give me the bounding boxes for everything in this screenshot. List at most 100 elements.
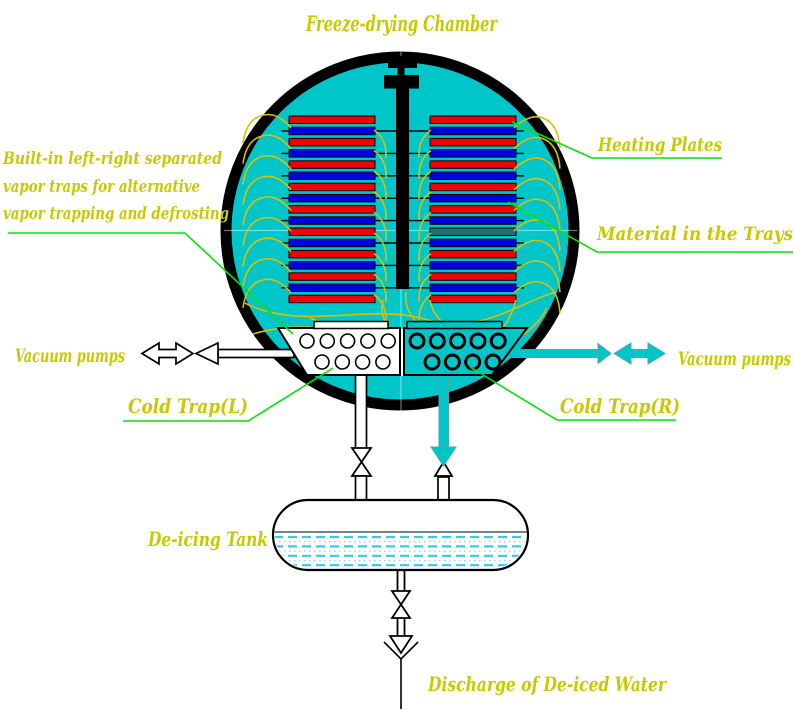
heating-plate-bar bbox=[429, 272, 517, 281]
heating-plate-bar bbox=[288, 115, 376, 124]
cold-trap-coil-tube bbox=[408, 332, 426, 350]
vapor-stream-curve bbox=[373, 170, 387, 200]
cold-trap-left-leader-line bbox=[123, 367, 334, 422]
discharge-valve-top-icon bbox=[390, 590, 412, 607]
heating-plate-bar bbox=[429, 205, 517, 214]
left-double-arrow-icon bbox=[140, 341, 195, 366]
material-tray-bar bbox=[429, 126, 517, 136]
tank-water bbox=[275, 535, 526, 567]
cold-trap-coil-tube bbox=[449, 332, 467, 350]
vapor-stream-curve bbox=[373, 191, 387, 220]
vapor-stream-curve bbox=[242, 154, 292, 185]
cold-trap-coil-tube bbox=[469, 332, 487, 350]
cold-trap-left-label: Cold Trap(L) bbox=[128, 394, 248, 418]
cold-trap-coil-tube bbox=[380, 333, 397, 349]
material-tray-bar bbox=[288, 261, 376, 270]
deicing-tank-label: De-icing Tank bbox=[147, 527, 268, 551]
vapor-stream-curve bbox=[418, 170, 432, 200]
cold-trap-coil-tube bbox=[489, 332, 507, 350]
vapor-stream-curve bbox=[418, 232, 432, 262]
right-valve-tank-pipe bbox=[437, 476, 450, 502]
right-pipe-arrowhead-icon bbox=[597, 342, 612, 365]
cold-trap-coil-tube bbox=[375, 354, 391, 370]
material-tray-bar bbox=[288, 126, 376, 136]
vapor-stream-curve bbox=[242, 237, 292, 267]
heating-plate-bar bbox=[288, 160, 376, 169]
cold-trap-coil-tube bbox=[354, 354, 371, 370]
vapor-stream-curve bbox=[418, 252, 432, 282]
vapor-stream-curve bbox=[513, 157, 561, 190]
deicing-tank-vessel bbox=[271, 498, 530, 572]
vapor-stream-curve bbox=[418, 191, 432, 220]
material-tray-bar bbox=[288, 283, 376, 292]
heating-plate-bar bbox=[288, 227, 376, 236]
cold-trap-left-lip bbox=[313, 320, 389, 330]
material-tray-bar bbox=[429, 261, 517, 270]
vapor-note-line-2: vapor traps for alternative bbox=[3, 177, 200, 196]
vapor-stream-curve bbox=[513, 260, 561, 293]
material-tray-bar bbox=[288, 171, 376, 180]
discharge-label: Discharge of De-iced Water bbox=[427, 673, 667, 696]
heating-plate-bar bbox=[288, 249, 376, 259]
vapor-stream-curve bbox=[242, 175, 292, 205]
heating-plate-stacks bbox=[288, 115, 517, 304]
cold-trap-coil-tube bbox=[360, 333, 376, 349]
vapor-stream-curve bbox=[513, 136, 561, 169]
right-vacuum-line bbox=[505, 342, 666, 365]
discharge-arrowhead-icon bbox=[388, 635, 414, 655]
material-tray-bar-highlight bbox=[429, 227, 517, 236]
material-tray-bar bbox=[288, 216, 376, 225]
heating-plate-bar bbox=[429, 115, 517, 124]
vapor-note-line-3: vapor trapping and defrosting bbox=[3, 204, 229, 223]
vapor-stream-curve bbox=[242, 113, 292, 144]
material-trays-label: Material in the Trays bbox=[596, 223, 793, 245]
heating-plates-label: Heating Plates bbox=[597, 134, 722, 156]
discharge-valve-bottom-icon bbox=[390, 602, 412, 619]
right-trap-valve bbox=[430, 446, 457, 477]
vapor-stream-curve bbox=[373, 294, 387, 323]
material-tray-bar bbox=[288, 193, 376, 203]
top-stem bbox=[397, 67, 405, 76]
cold-trap-coil-tube bbox=[428, 332, 446, 350]
vapor-stream-curve bbox=[513, 280, 561, 313]
center-column bbox=[396, 88, 409, 289]
vapor-stream-curve bbox=[513, 116, 561, 149]
vapor-stream-curve bbox=[242, 134, 292, 164]
heating-plate-bar bbox=[288, 272, 376, 281]
left-valve-tank-pipe bbox=[354, 475, 368, 502]
vapor-stream-curve bbox=[418, 294, 432, 323]
vacuum-pumps-left-label: Vacuum pumps bbox=[15, 345, 125, 367]
material-tray-bar bbox=[429, 238, 517, 248]
material-tray-bar bbox=[288, 149, 376, 158]
vapor-stream-curve bbox=[513, 177, 561, 210]
right-pipe bbox=[505, 349, 599, 358]
left-vacuum-line bbox=[140, 341, 295, 366]
vapor-note-line-1: Built-in left-right separated bbox=[2, 149, 222, 168]
vapor-stream-curve bbox=[373, 273, 387, 303]
heating-plate-bar bbox=[429, 249, 517, 259]
material-tray-bar bbox=[429, 149, 517, 158]
heating-plate-bar bbox=[429, 160, 517, 169]
cold-trap-coil-tube bbox=[423, 353, 441, 371]
vapor-stream-curve bbox=[513, 198, 561, 231]
material-tray-bar bbox=[429, 283, 517, 292]
chamber-title-label: Freeze-drying Chamber bbox=[305, 11, 498, 36]
heating-plate-bar bbox=[288, 182, 376, 192]
cold-trap-coil-tube bbox=[484, 353, 502, 371]
vapor-stream-curve bbox=[242, 216, 292, 247]
vapor-stream-curve bbox=[418, 211, 432, 241]
heating-plate-bar bbox=[288, 205, 376, 214]
leader-lines bbox=[8, 121, 793, 422]
vapor-stream-curve bbox=[373, 129, 387, 159]
material-tray-bar bbox=[429, 216, 517, 225]
cold-trap-coil-tube bbox=[443, 353, 461, 371]
left-pipe-arrowhead-icon bbox=[194, 341, 219, 366]
vapor-stream-curve bbox=[242, 196, 292, 226]
vacuum-pumps-right-label: Vacuum pumps bbox=[678, 348, 791, 370]
vapor-stream-curve bbox=[373, 252, 387, 282]
heating-plate-bar bbox=[288, 294, 376, 304]
cold-trap-right-label: Cold Trap(R) bbox=[560, 394, 680, 418]
vapor-stream-curve bbox=[418, 273, 432, 303]
left-pipe bbox=[217, 348, 295, 359]
top-crossbar bbox=[384, 75, 419, 89]
